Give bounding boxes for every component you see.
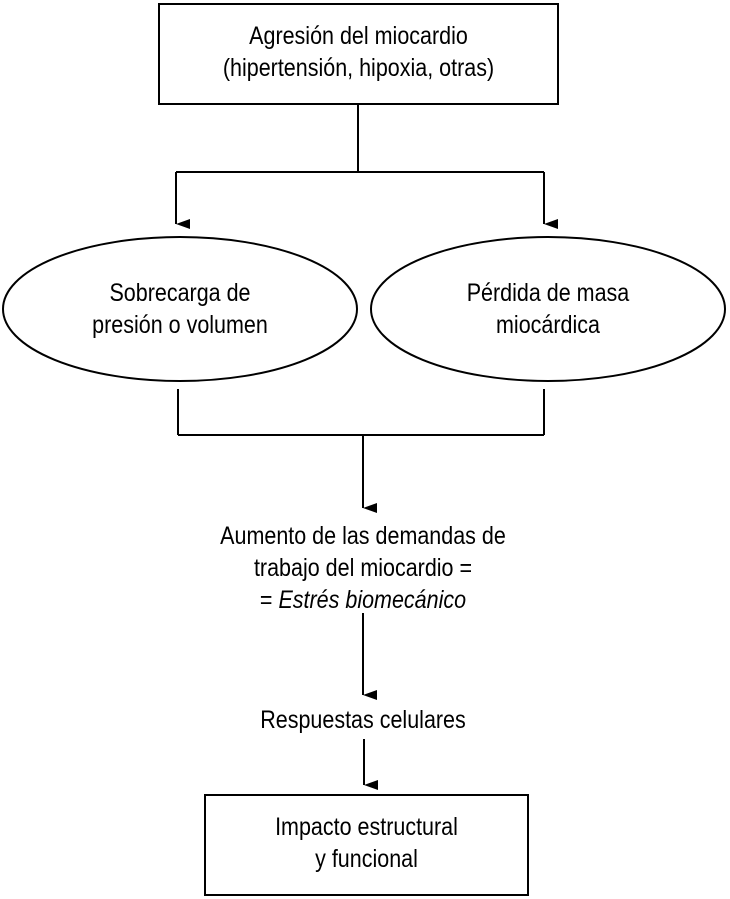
demand-label-line3-prefix: = [259, 586, 279, 614]
cellular-label: Respuestas celulares [174, 704, 552, 736]
demand-label-line3: = Estrés biomecánico [174, 584, 552, 616]
impact-label-line1: Impacto estructural [275, 813, 458, 841]
biomechanical-stress-text: Estrés biomecánico [278, 586, 467, 614]
overload-label-line1: Sobrecarga de [109, 279, 251, 307]
overload-label-line2: presión o volumen [92, 311, 268, 339]
demand-label-line2: trabajo del miocardio = [253, 554, 473, 582]
impact-label: Impacto estructural y funcional [228, 811, 506, 875]
impact-label-line2: y funcional [315, 845, 418, 873]
overload-ellipse [2, 236, 358, 382]
injury-label-line2: (hipertensión, hipoxia, otras) [222, 54, 495, 82]
impact-box [204, 794, 529, 896]
cellular-label-line1: Respuestas celulares [260, 706, 466, 734]
injury-box [158, 3, 559, 105]
overload-label: Sobrecarga de presión o volumen [34, 277, 326, 341]
demand-label-line1: Aumento de las demandas de [220, 522, 506, 550]
injury-label: Agresión del miocardio (hipertensión, hi… [187, 20, 530, 84]
mass-loss-label-line2: miocárdica [496, 311, 600, 339]
mass-loss-label-line1: Pérdida de masa [466, 279, 630, 307]
demand-label: Aumento de las demandas de trabajo del m… [174, 520, 552, 616]
mass-loss-label: Pérdida de masa miocárdica [402, 277, 694, 341]
injury-label-line1: Agresión del miocardio [249, 22, 468, 50]
mass-loss-ellipse [370, 236, 726, 382]
